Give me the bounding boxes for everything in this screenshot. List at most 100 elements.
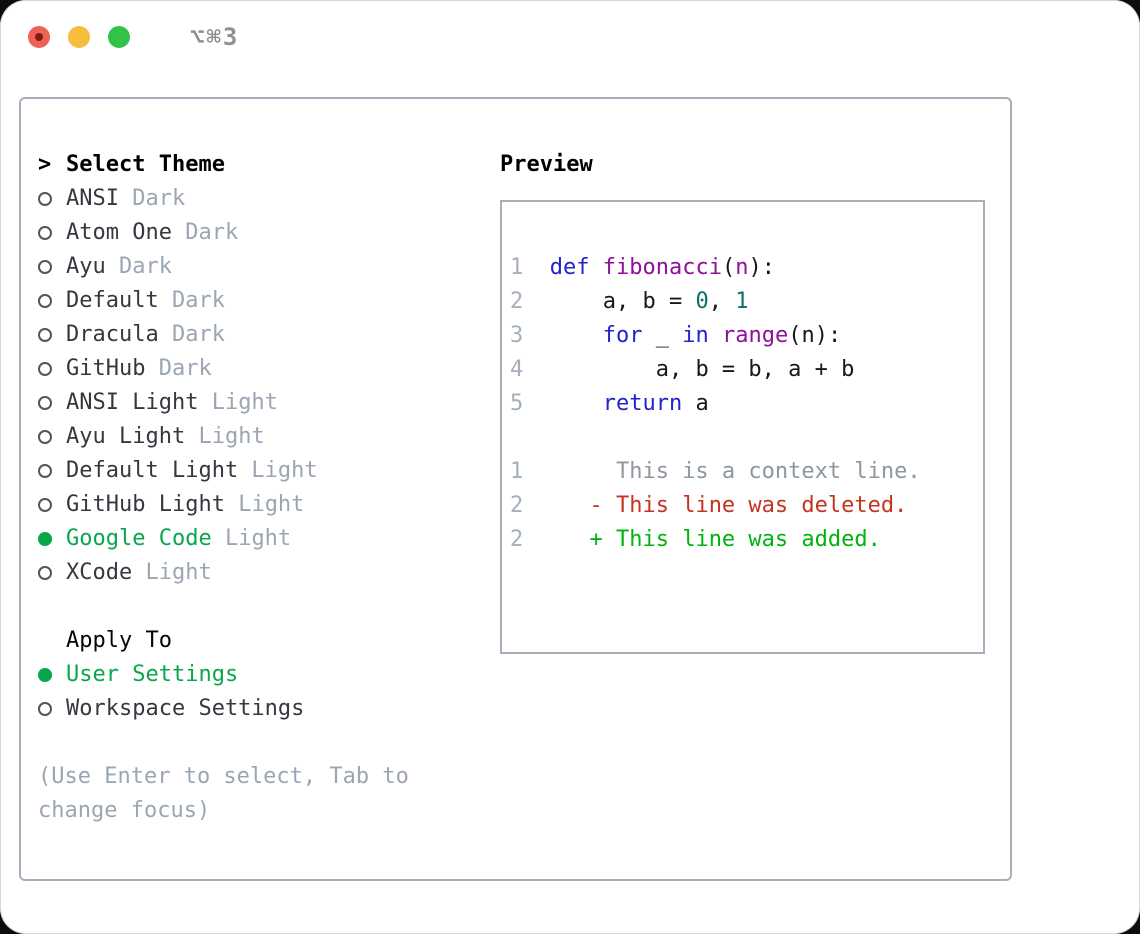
- theme-option-label: Default Light: [66, 458, 239, 483]
- code-token-pl: ):: [748, 255, 775, 280]
- radio-circle: [38, 192, 52, 206]
- radio-unselected-icon: [38, 556, 66, 590]
- radio-unselected-icon: [38, 250, 66, 284]
- radio-circle: [38, 396, 52, 410]
- line-number: 3: [510, 323, 550, 348]
- code-token-pl: a, b = b, a + b: [549, 357, 855, 382]
- minimize-button[interactable]: [68, 26, 90, 48]
- help-text: (Use Enter to select, Tab to change focu…: [38, 764, 409, 823]
- code-token-del: - This line was deleted.: [589, 493, 908, 518]
- theme-option-ansi[interactable]: ANSI Dark: [38, 182, 433, 216]
- code-token-fn: range: [721, 323, 789, 348]
- theme-option-google-code[interactable]: Google Code Light: [38, 522, 433, 556]
- theme-option-github[interactable]: GitHub Dark: [38, 352, 433, 386]
- radio-unselected-icon: [38, 284, 66, 318]
- theme-variant-tag: Light: [185, 424, 265, 449]
- theme-option-ansi-light[interactable]: ANSI Light Light: [38, 386, 433, 420]
- preview-line: 2 + This line was added.: [510, 523, 983, 557]
- apply-option-user-settings[interactable]: User Settings: [38, 658, 433, 692]
- theme-variant-tag: Dark: [171, 220, 239, 245]
- code-token-pl: [550, 391, 603, 416]
- code-token-pl: [523, 493, 589, 518]
- radio-circle: [38, 566, 52, 580]
- radio-unselected-icon: [38, 454, 66, 488]
- theme-option-dracula[interactable]: Dracula Dark: [38, 318, 433, 352]
- theme-variant-tag: Dark: [145, 356, 212, 381]
- radio-unselected-icon: [38, 182, 66, 216]
- radio-circle: [38, 702, 52, 716]
- select-theme-header: > Select Theme: [38, 148, 433, 182]
- theme-option-label: ANSI: [66, 186, 119, 211]
- code-token-pl: a: [682, 391, 709, 416]
- code-token-pl: [523, 527, 589, 552]
- radio-circle: [38, 226, 52, 240]
- theme-variant-tag: Light: [198, 390, 278, 415]
- radio-selected-icon: [38, 522, 66, 556]
- theme-option-default-light[interactable]: Default Light Light: [38, 454, 433, 488]
- code-token-num: 1: [735, 289, 749, 314]
- theme-option-label: Ayu Light: [66, 424, 186, 449]
- radio-circle: [38, 430, 52, 444]
- spacer: [38, 590, 433, 624]
- preview-column: Preview 1 def fibonacci(n):2 a, b = 0, 1…: [500, 148, 985, 654]
- theme-option-github-light[interactable]: GitHub Light Light: [38, 488, 433, 522]
- radio-circle: [38, 668, 52, 682]
- theme-option-ayu-light[interactable]: Ayu Light Light: [38, 420, 433, 454]
- code-token-pl: [590, 255, 603, 280]
- theme-variant-tag: Dark: [118, 186, 186, 211]
- line-number: 1: [510, 459, 524, 484]
- theme-option-label: Google Code: [66, 526, 212, 551]
- code-token-kw: return: [602, 391, 683, 416]
- line-number: 2: [510, 493, 524, 518]
- theme-variant-tag: Light: [238, 458, 318, 483]
- radio-circle: [38, 362, 52, 376]
- apply-to-indent: [38, 624, 66, 658]
- zoom-button[interactable]: [108, 26, 130, 48]
- apply-option-workspace-settings[interactable]: Workspace Settings: [38, 692, 433, 726]
- preview-title: Preview: [500, 152, 593, 177]
- theme-option-label: Dracula: [66, 322, 159, 347]
- preview-line: 1 This is a context line.: [510, 455, 983, 489]
- radio-circle: [38, 294, 52, 308]
- line-number: 5: [510, 391, 550, 416]
- code-token-kw: in: [682, 323, 709, 348]
- code-token-fn: fibonacci: [602, 255, 722, 280]
- theme-option-label: ANSI Light: [66, 390, 199, 415]
- preview-line: 5 return a: [510, 387, 983, 421]
- radio-unselected-icon: [38, 692, 66, 726]
- theme-option-label: Default: [66, 288, 159, 313]
- code-token-pl: ,: [708, 289, 736, 314]
- apply-to-title: Apply To: [66, 628, 172, 653]
- radio-circle: [38, 328, 52, 342]
- preview-blank-line: [510, 421, 983, 455]
- preview-line: 2 - This line was deleted.: [510, 489, 983, 523]
- theme-variant-tag: Light: [132, 560, 212, 585]
- radio-circle: [38, 464, 52, 478]
- radio-unselected-icon: [38, 318, 66, 352]
- theme-option-xcode[interactable]: XCode Light: [38, 556, 433, 590]
- close-button[interactable]: [28, 26, 50, 48]
- line-number: 1: [510, 255, 550, 280]
- theme-option-ayu[interactable]: Ayu Dark: [38, 250, 433, 284]
- theme-option-atom-one[interactable]: Atom One Dark: [38, 216, 433, 250]
- theme-variant-tag: Dark: [158, 322, 225, 347]
- theme-option-label: XCode: [66, 560, 133, 585]
- theme-variant-tag: Light: [211, 526, 292, 551]
- apply-option-label: User Settings: [66, 662, 239, 687]
- close-active-dot-icon: [35, 33, 43, 41]
- code-token-pl: _: [642, 323, 683, 348]
- code-token-pl: [550, 323, 603, 348]
- theme-variant-tag: Dark: [105, 254, 172, 279]
- radio-unselected-icon: [38, 216, 66, 250]
- theme-option-default[interactable]: Default Dark: [38, 284, 433, 318]
- preview-line: 4 a, b = b, a + b: [510, 353, 983, 387]
- code-token-pl: (: [721, 255, 736, 280]
- code-token-add: + This line was added.: [589, 527, 881, 552]
- radio-circle: [38, 532, 52, 546]
- code-token-pl: a, b =: [549, 289, 696, 314]
- preview-line: 1 def fibonacci(n):: [510, 251, 983, 285]
